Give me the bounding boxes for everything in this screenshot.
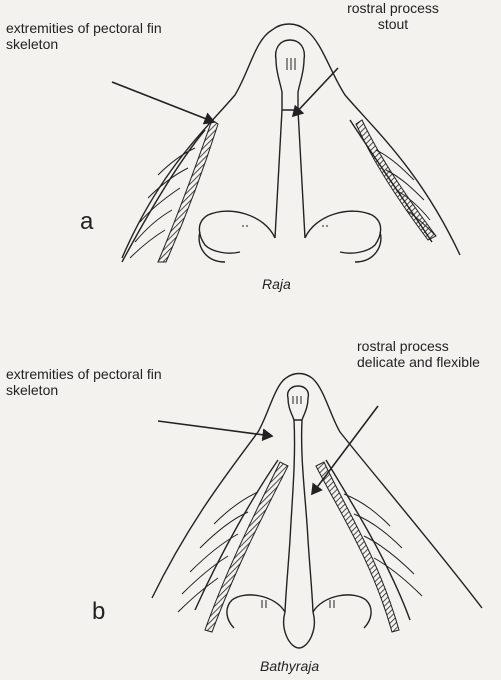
neurocranium-center-b: [284, 612, 315, 648]
rostral-shaft-a: [275, 110, 305, 238]
label-rostral-process-a: rostral process stout: [338, 0, 448, 32]
neurocranium-a: [199, 211, 380, 253]
arrow-rostral-b: [312, 406, 378, 494]
rostral-tip-b: [288, 386, 309, 420]
genus-label-raja: Raja: [262, 276, 291, 292]
rostral-shaft-b: [285, 420, 313, 612]
arrow-pectoral-b: [158, 421, 272, 436]
right-fin-inner-a: [350, 120, 432, 242]
label-pectoral-fin-b: extremities of pectoral fin skeleton: [6, 366, 162, 398]
left-hatched-radial-a: [158, 120, 218, 262]
body-outline-b: [152, 374, 482, 609]
label-rostral-process-a-line2: stout: [338, 16, 448, 32]
label-pectoral-fin-a-line2: skeleton: [6, 36, 162, 52]
panel-b-drawing: [152, 374, 482, 649]
neurocranium-b: [227, 595, 371, 628]
label-pectoral-fin-b-line2: skeleton: [6, 382, 162, 398]
label-pectoral-fin-b-line1: extremities of pectoral fin: [6, 366, 162, 382]
neurocranium-lower-a: [199, 232, 381, 262]
arrow-rostral-a: [293, 68, 338, 116]
arrow-pectoral-a: [112, 82, 214, 122]
panel-letter-b: b: [92, 598, 105, 626]
rostral-tip-a: [276, 40, 305, 110]
genus-label-bathyraja: Bathyraja: [260, 658, 319, 674]
panel-letter-a: a: [80, 208, 93, 236]
label-pectoral-fin-a-line1: extremities of pectoral fin: [6, 20, 162, 36]
label-rostral-process-b: rostral process delicate and flexible: [357, 338, 480, 370]
rostral-dots-a: [287, 58, 295, 70]
label-rostral-process-a-line1: rostral process: [338, 0, 448, 16]
right-hatched-radial-a: [356, 120, 436, 240]
right-hatched-radial-b: [316, 462, 399, 632]
panel-a-drawing: [112, 24, 460, 262]
rostral-dots-b: [293, 396, 301, 404]
label-rostral-process-b-line1: rostral process: [357, 338, 480, 354]
label-rostral-process-b-line2: delicate and flexible: [357, 354, 480, 370]
label-pectoral-fin-a: extremities of pectoral fin skeleton: [6, 20, 162, 52]
